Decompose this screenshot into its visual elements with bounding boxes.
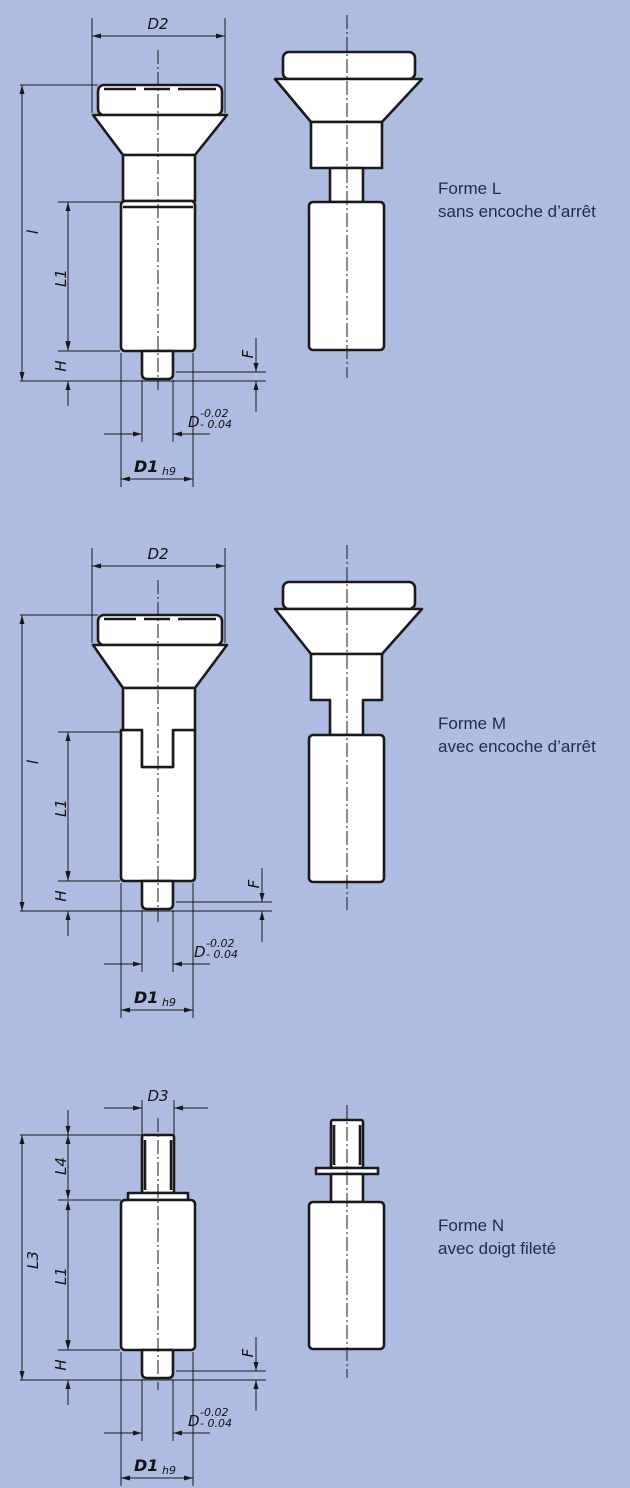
form-l-title: Forme L <box>438 179 502 198</box>
form-l-h-label: H <box>52 360 70 371</box>
form-l-l1-label: L1 <box>52 269 70 287</box>
form-m-drawing: D2 l L1 H F D -0.02 - 0.04 D1 h9 <box>19 545 424 1018</box>
form-l-d-label: D <box>188 413 200 431</box>
form-n-f-label: F <box>239 1348 257 1357</box>
form-m-l-label: l <box>24 759 42 764</box>
form-n-d-label: D <box>188 1412 200 1430</box>
form-l-dimensions: D2 l L1 H F D -0.02 - 0.04 D1 h9 <box>19 15 266 487</box>
form-n-d3-label: D3 <box>147 1087 168 1105</box>
form-l-d2-label: D2 <box>147 15 168 33</box>
form-m-tol-lower: - 0.04 <box>206 948 238 961</box>
form-l-l-label: l <box>24 229 42 234</box>
form-l-f-label: F <box>239 349 257 358</box>
form-n-tol-upper: -0.02 <box>200 1406 228 1419</box>
form-m-title: Forme M <box>438 714 506 733</box>
form-n-dimensions: D3 L3 L4 L1 H F D -0.02 - 0.04 D1 h9 <box>19 1087 266 1486</box>
form-m-description: avec encoche d’arrêt <box>438 737 596 756</box>
form-n-l4-label: L4 <box>52 1157 70 1175</box>
form-m-d2-label: D2 <box>147 545 168 563</box>
form-n-l3-label: L3 <box>24 1251 42 1269</box>
form-n-side-view <box>307 1105 386 1378</box>
form-n-h9-label: h9 <box>162 1464 176 1477</box>
form-m-l1-label: L1 <box>52 799 70 817</box>
form-n-h-label: H <box>52 1359 70 1370</box>
form-m-h-label: H <box>52 890 70 901</box>
form-l-caption: Forme L sans encoche d’arrêt <box>438 177 596 223</box>
form-n-d1-label: D1 <box>134 1456 158 1475</box>
form-l-description: sans encoche d’arrêt <box>438 202 596 221</box>
form-l-tol-lower: - 0.04 <box>200 418 232 431</box>
form-m-d-label: D <box>194 943 206 961</box>
form-m-h9-label: h9 <box>162 996 176 1009</box>
form-m-tol-upper: -0.02 <box>206 937 234 950</box>
form-n-drawing: D3 L3 L4 L1 H F D -0.02 - 0.04 D1 h9 <box>19 1087 386 1486</box>
form-l-drawing: D2 l L1 H F D -0.02 - 0.04 D1 h9 <box>19 15 424 487</box>
form-n-l1-label: L1 <box>52 1267 70 1285</box>
form-l-d1-label: D1 <box>134 457 158 476</box>
form-n-caption: Forme N avec doigt fileté <box>438 1214 556 1260</box>
form-m-side-view <box>273 545 424 910</box>
form-l-side-view <box>273 15 424 378</box>
form-m-front-view <box>91 580 229 922</box>
form-l-tol-upper: -0.02 <box>200 407 228 420</box>
form-n-tol-lower: - 0.04 <box>200 1417 232 1430</box>
form-l-front-view <box>91 50 229 390</box>
form-m-f-label: F <box>245 879 263 888</box>
form-n-title: Forme N <box>438 1216 505 1235</box>
form-l-h9-label: h9 <box>162 465 176 478</box>
form-n-description: avec doigt fileté <box>438 1239 557 1258</box>
form-n-front-view <box>119 1118 197 1390</box>
form-m-dimensions: D2 l L1 H F D -0.02 - 0.04 D1 h9 <box>19 545 272 1018</box>
form-m-caption: Forme M avec encoche d’arrêt <box>438 712 596 758</box>
form-m-d1-label: D1 <box>134 988 158 1007</box>
